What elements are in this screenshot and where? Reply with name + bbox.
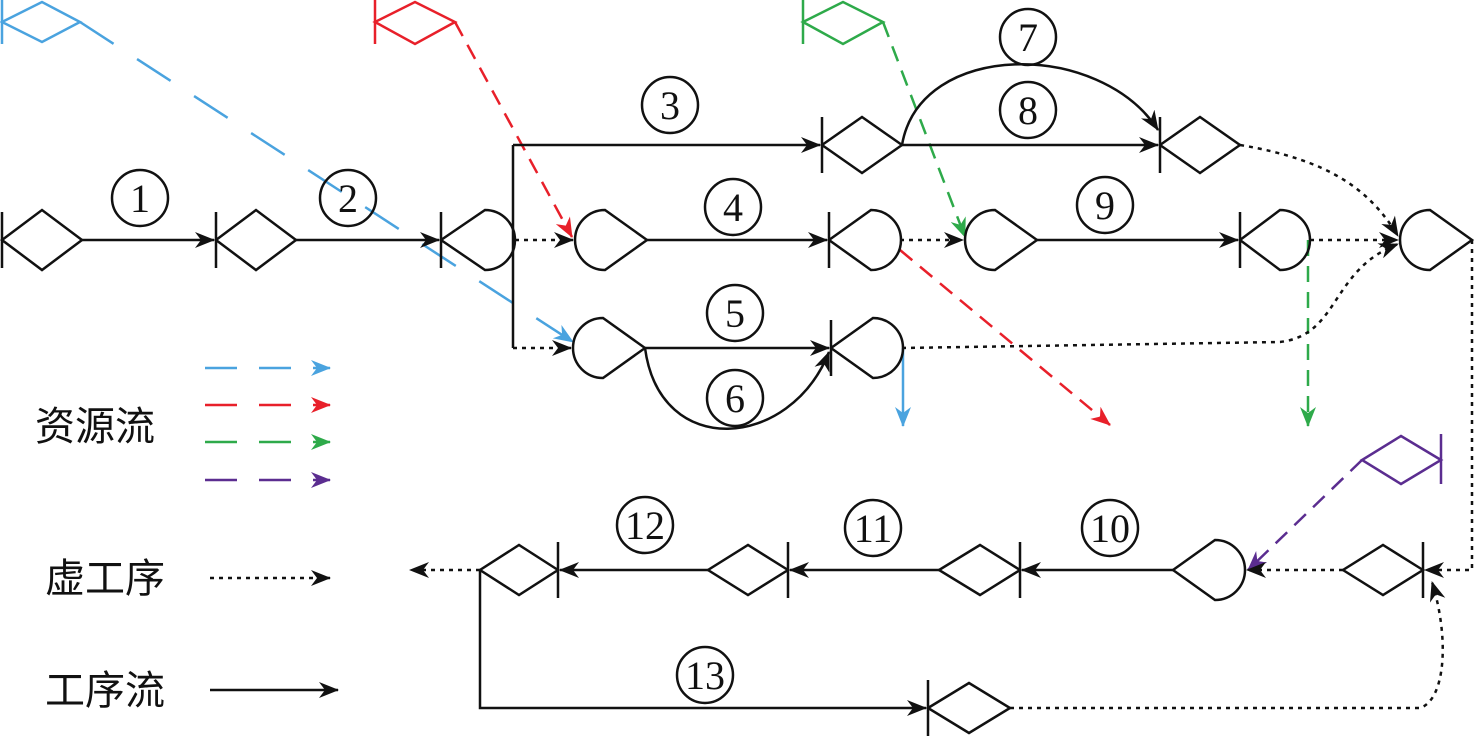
- edge-7: [900, 63, 1160, 146]
- dummy-edge: [1010, 581, 1446, 710]
- resource-flow-green: [800, 0, 1316, 427]
- activity-circle: [843, 498, 903, 558]
- node: [573, 208, 650, 272]
- node: [925, 680, 1013, 736]
- edges: [82, 63, 1474, 716]
- activity-circle: [640, 75, 700, 135]
- activity-circle: [705, 283, 765, 343]
- legend-resource-flow: 资源流: [35, 404, 155, 450]
- activity-label: 5: [725, 291, 745, 336]
- node: [477, 542, 561, 598]
- node: [1340, 542, 1426, 598]
- activity-circle: [703, 177, 763, 237]
- edge-6: [643, 347, 831, 430]
- legend-process-flow: 工序流: [45, 668, 165, 714]
- node: [826, 208, 903, 272]
- activity-label: 12: [625, 503, 665, 548]
- activity-circle: [318, 168, 378, 228]
- activity-circle: [998, 80, 1058, 140]
- legend: 资源流 虚工序 工序流: [35, 360, 339, 714]
- dummy-edge: [901, 242, 1399, 350]
- activity-circle: [998, 7, 1058, 67]
- edge-13: [478, 570, 927, 716]
- node: [828, 316, 905, 380]
- dummy-edge: [1239, 143, 1400, 237]
- resource-flow-purple: [1247, 434, 1444, 571]
- activity-circle: [615, 495, 675, 555]
- activity-circle: [705, 368, 765, 428]
- activity-label: 3: [660, 83, 680, 128]
- activity-label: 8: [1018, 88, 1038, 133]
- node: [819, 115, 905, 175]
- activity-label: 1: [130, 176, 150, 221]
- activity-label: 11: [854, 506, 893, 551]
- node: [213, 208, 299, 272]
- activity-label: 2: [338, 176, 358, 221]
- activity-label: 13: [685, 653, 725, 698]
- activity-label: 4: [723, 185, 743, 230]
- activity-circle: [1080, 498, 1140, 558]
- activity-label: 10: [1090, 506, 1130, 551]
- legend-dummy-activity: 虚工序: [45, 556, 165, 602]
- node: [438, 208, 517, 272]
- node: [936, 542, 1023, 598]
- dummy-edge: [1424, 240, 1474, 578]
- activity-circle: [110, 168, 170, 228]
- activity-label: 9: [1095, 183, 1115, 228]
- node: [1157, 115, 1243, 175]
- activity-label: 6: [725, 376, 745, 421]
- node: [1237, 208, 1312, 272]
- node: [0, 208, 85, 272]
- resource-flow-red: [372, 0, 1111, 426]
- nodes: [0, 115, 1475, 736]
- node: [1398, 208, 1475, 272]
- node: [705, 542, 791, 598]
- activity-circle: [1075, 175, 1135, 235]
- node: [963, 208, 1040, 272]
- activity-label: 7: [1018, 15, 1038, 60]
- node: [1170, 538, 1247, 602]
- node: [571, 316, 648, 380]
- activity-circle: [675, 645, 735, 705]
